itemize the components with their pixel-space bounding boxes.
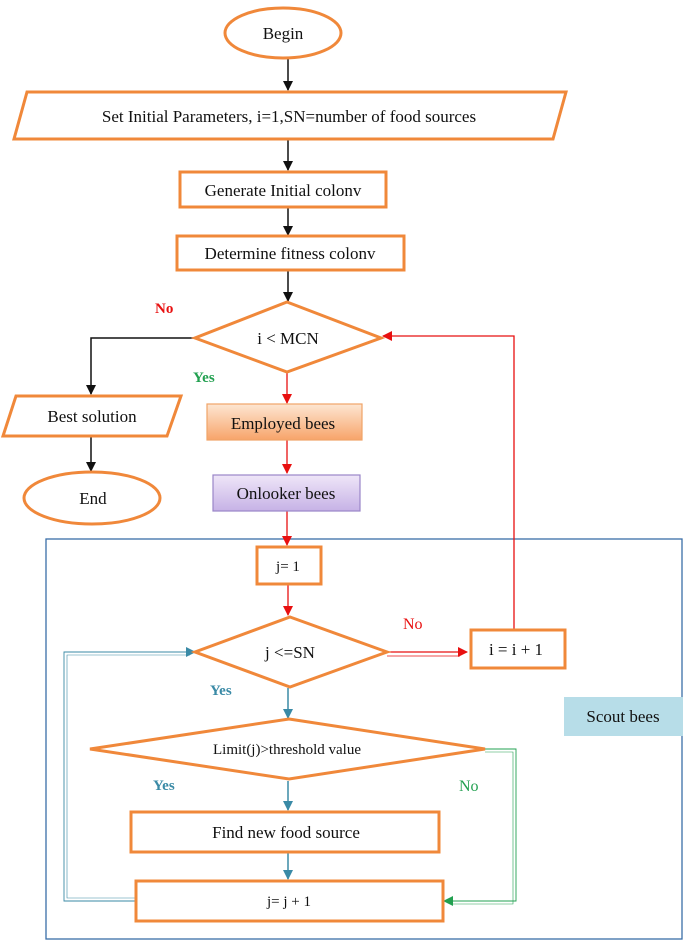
- arrow-j-inc-loop-to-sn-double: [66, 654, 190, 899]
- mcn-label: i < MCN: [257, 329, 319, 348]
- limit-yes-label: Yes: [153, 778, 175, 794]
- generate-label: Generate Initial colonv: [205, 181, 362, 200]
- j-inc-label: j= j + 1: [266, 894, 311, 910]
- arrow-i-inc-back-to-mcn: [382, 331, 515, 629]
- mcn-no-label: No: [155, 301, 173, 317]
- fitness-label: Determine fitness colonv: [205, 244, 376, 263]
- arrow-limit-no-to-j-inc-double: [450, 751, 514, 905]
- sn-yes-label: Yes: [210, 683, 232, 699]
- onlooker-bees-label: Onlooker bees: [237, 484, 336, 503]
- sn-no-label: No: [403, 616, 423, 633]
- sn-label: j <=SN: [264, 643, 315, 662]
- end-terminal: [22, 470, 162, 526]
- i-inc-box: [469, 628, 567, 670]
- employed-bees-label: Employed bees: [231, 414, 335, 433]
- arrow-mcn-no-to-best: [86, 337, 195, 395]
- generate-box: [178, 170, 388, 209]
- onlooker-bees-box: [212, 474, 361, 512]
- best-solution-label: Best solution: [47, 407, 137, 426]
- limit-decision: [89, 717, 486, 781]
- j-init-label: j= 1: [275, 559, 300, 575]
- limit-label: Limit(j)>threshold value: [213, 742, 361, 758]
- set-params-label: Set Initial Parameters, i=1,SN=number of…: [102, 107, 476, 126]
- arrow-limit-no-to-j-inc: [443, 748, 517, 906]
- mcn-yes-label: Yes: [193, 370, 215, 386]
- find-new-label: Find new food source: [212, 823, 360, 842]
- scout-bees-label-bg: [564, 697, 683, 736]
- limit-no-label: No: [459, 778, 479, 795]
- best-solution-box: [0, 394, 184, 438]
- set-params-box: [12, 90, 568, 141]
- begin-label: Begin: [263, 24, 304, 43]
- begin-terminal: [223, 6, 343, 60]
- arrow-j-inc-loop-to-sn: [63, 647, 196, 902]
- j-inc-box: [134, 879, 445, 923]
- sn-decision: [190, 615, 392, 689]
- scout-frame: [45, 538, 683, 940]
- mcn-decision: [190, 300, 386, 374]
- employed-bees-box: [206, 403, 363, 441]
- find-new-box: [129, 810, 441, 854]
- j-init-box: [255, 545, 323, 586]
- fitness-box: [175, 234, 406, 272]
- i-inc-label: i = i + 1: [489, 640, 543, 659]
- scout-bees-label: Scout bees: [586, 707, 659, 726]
- end-label: End: [79, 489, 107, 508]
